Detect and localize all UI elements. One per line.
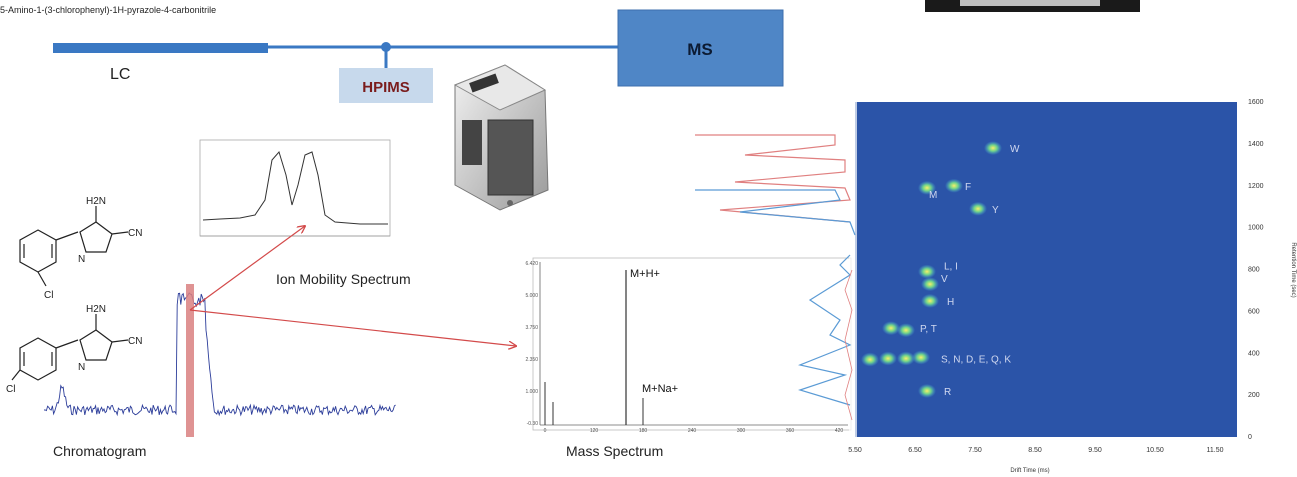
amino-acid-label: R bbox=[944, 387, 951, 398]
ms-box bbox=[617, 9, 784, 87]
heatmap-y-tick: 0 bbox=[1248, 434, 1252, 441]
arrow-to-ion-mobility bbox=[189, 226, 305, 311]
heatmap-spot bbox=[969, 201, 987, 216]
mass-spectrum-label: Mass Spectrum bbox=[566, 443, 663, 459]
amine-label-2: H2N bbox=[86, 304, 106, 315]
heatmap-x-tick: 5.50 bbox=[848, 447, 862, 454]
instrument-photo-corner bbox=[925, 0, 1140, 12]
drift-projection-traces bbox=[695, 134, 856, 421]
arrow-to-mass-spectrum bbox=[189, 309, 516, 346]
mass-x-tick: 300 bbox=[737, 428, 746, 434]
compound-name: 5-Amino-1-(3-chlorophenyl)-1H-pyrazole-4… bbox=[0, 5, 216, 15]
heatmap-spot bbox=[921, 277, 939, 292]
heatmap-y-tick: 800 bbox=[1248, 267, 1260, 274]
amino-acid-label: H bbox=[947, 297, 954, 308]
chromatogram-plot bbox=[43, 284, 396, 437]
heatmap-spot bbox=[945, 178, 963, 193]
mass-x-tick: 360 bbox=[786, 428, 795, 434]
heatmap-spot bbox=[897, 323, 915, 338]
chloro-label-1: Cl bbox=[44, 290, 53, 301]
heatmap-y-tick: 400 bbox=[1248, 350, 1260, 357]
mass-x-tick: 0 bbox=[544, 428, 547, 434]
heatmap-x-tick: 6.50 bbox=[908, 447, 922, 454]
heatmap-y-tick: 1200 bbox=[1248, 183, 1264, 190]
heatmap-spot bbox=[861, 352, 879, 367]
heatmap-spot bbox=[912, 350, 930, 365]
heatmap-spot bbox=[918, 180, 936, 195]
hpims-device-image bbox=[453, 64, 549, 211]
amino-acid-label: V bbox=[941, 274, 948, 285]
heatmap-ylabel: Retention Time (sec) bbox=[1290, 242, 1296, 297]
heatmap-spot bbox=[918, 383, 936, 398]
mass-peak-protonated: M+H+ bbox=[630, 268, 660, 280]
heatmap-spot bbox=[984, 141, 1002, 156]
mass-y-tick: 1.000 bbox=[525, 389, 538, 395]
chromatogram-label: Chromatogram bbox=[53, 443, 146, 459]
nitrile-label-2: CN bbox=[128, 336, 142, 347]
heatmap-y-tick: 1400 bbox=[1248, 141, 1264, 148]
mass-y-tick: -0.30 bbox=[527, 421, 539, 427]
nitrile-label-1: CN bbox=[128, 228, 142, 239]
heatmap-spot bbox=[921, 293, 939, 308]
chloro-label-2: Cl bbox=[6, 384, 15, 395]
mass-x-tick: 240 bbox=[688, 428, 697, 434]
heatmap-y-tick: 200 bbox=[1248, 392, 1260, 399]
mass-x-tick: 180 bbox=[639, 428, 648, 434]
heatmap-x-tick: 9.50 bbox=[1088, 447, 1102, 454]
heatmap-x-tick: 8.50 bbox=[1028, 447, 1042, 454]
amino-acid-label: L, I bbox=[944, 261, 958, 272]
nitrogen-label-1: N bbox=[78, 254, 85, 265]
amino-acid-label: S, N, D, E, Q, K bbox=[941, 354, 1011, 365]
amino-acid-label: F bbox=[965, 182, 971, 193]
hpims-box bbox=[339, 68, 433, 103]
heatmap-x-tick: 11.50 bbox=[1207, 447, 1224, 454]
ion-mobility-plot bbox=[199, 139, 391, 237]
selected-peak-marker bbox=[186, 284, 194, 437]
heatmap-xlabel: Drift Time (ms) bbox=[1010, 468, 1049, 474]
nitrogen-label-2: N bbox=[78, 362, 85, 373]
heatmap-y-tick: 1000 bbox=[1248, 225, 1264, 232]
mass-y-tick: 5.000 bbox=[525, 293, 538, 299]
lc-line bbox=[53, 42, 620, 68]
heatmap-spot bbox=[897, 351, 915, 366]
mass-spectrum-plot bbox=[532, 257, 852, 431]
lc-label: LC bbox=[110, 66, 130, 83]
heatmap-x-tick: 10.50 bbox=[1146, 447, 1164, 454]
heatmap-spot bbox=[918, 264, 936, 279]
amino-acid-label: W bbox=[1010, 144, 1020, 155]
molecule-structure-meta bbox=[11, 314, 129, 381]
mass-y-tick: 6.420 bbox=[525, 261, 538, 267]
amino-acid-label: M bbox=[929, 190, 937, 201]
mass-peak-sodiated: M+Na+ bbox=[642, 383, 678, 395]
amino-acid-label: Y bbox=[992, 205, 999, 216]
mass-y-tick: 2.350 bbox=[525, 357, 538, 363]
hpims-label: HPIMS bbox=[362, 79, 410, 96]
amine-label-1: H2N bbox=[86, 196, 106, 207]
ms-label: MS bbox=[687, 40, 713, 59]
heatmap-spot bbox=[879, 351, 897, 366]
heatmap-y-tick: 1600 bbox=[1248, 99, 1264, 106]
heatmap-x-tick: 7.50 bbox=[968, 447, 982, 454]
mass-y-tick: 3.750 bbox=[525, 325, 538, 331]
ion-mobility-label: Ion Mobility Spectrum bbox=[276, 271, 411, 287]
mass-x-tick: 120 bbox=[590, 428, 599, 434]
molecule-structure-ortho bbox=[19, 206, 129, 287]
heatmap-y-tick: 600 bbox=[1248, 308, 1260, 315]
amino-acid-label: P, T bbox=[920, 324, 937, 335]
heatmap-panel bbox=[849, 102, 1237, 437]
mass-x-tick: 420 bbox=[835, 428, 844, 434]
heatmap-spot bbox=[882, 321, 900, 336]
